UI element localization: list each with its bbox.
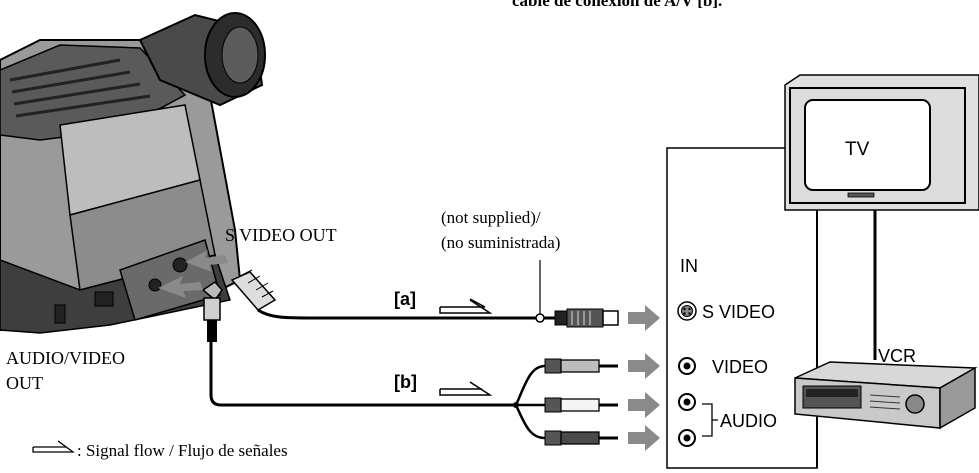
rca-plug-audio-white xyxy=(544,397,618,413)
signal-flow-arrow-a xyxy=(439,298,493,314)
in-label: IN xyxy=(680,256,698,276)
audio-video-out-label-line2: OUT xyxy=(6,373,43,393)
rca-plug-video xyxy=(544,358,618,374)
audio-jack-icon-right xyxy=(678,429,696,447)
signal-flow-arrow-b xyxy=(439,381,493,396)
s-video-plug-vcr xyxy=(554,308,619,328)
audio-jack-icon-left xyxy=(678,393,696,411)
top-caption: cable de conexión de A/V [b]. xyxy=(512,0,722,10)
video-label: VIDEO xyxy=(712,357,768,377)
s-video-plug-camera xyxy=(230,269,316,320)
camcorder-illustration xyxy=(0,12,266,334)
camera-input-arrows xyxy=(158,250,228,298)
vcr-illustration xyxy=(794,361,978,430)
signal-flow-legend-icon xyxy=(32,440,75,453)
audio-label: AUDIO xyxy=(720,411,777,431)
audio-bracket xyxy=(702,403,718,437)
connection-arrows xyxy=(628,305,660,451)
not-supplied-es-label: (no suministrada) xyxy=(441,233,560,252)
cable-b-label: [b] xyxy=(394,372,417,392)
audio-video-out-label-line1: AUDIO/VIDEO xyxy=(6,348,125,368)
cable-a-label: [a] xyxy=(394,289,416,309)
s-video-jack-icon xyxy=(677,301,697,321)
legend-text: : Signal flow / Flujo de señales xyxy=(77,441,288,460)
rca-plug-audio-red xyxy=(544,430,618,446)
s-video-label: S VIDEO xyxy=(702,302,775,322)
not-supplied-en-label: (not supplied)/ xyxy=(441,208,541,227)
tv-illustration xyxy=(784,74,979,211)
vcr-label: VCR xyxy=(878,346,916,366)
tv-label: TV xyxy=(845,139,870,160)
s-video-out-label: S VIDEO OUT xyxy=(225,225,337,245)
video-jack-icon xyxy=(678,357,696,375)
cable-b-line xyxy=(209,342,516,407)
av-plug-camera xyxy=(201,281,223,342)
